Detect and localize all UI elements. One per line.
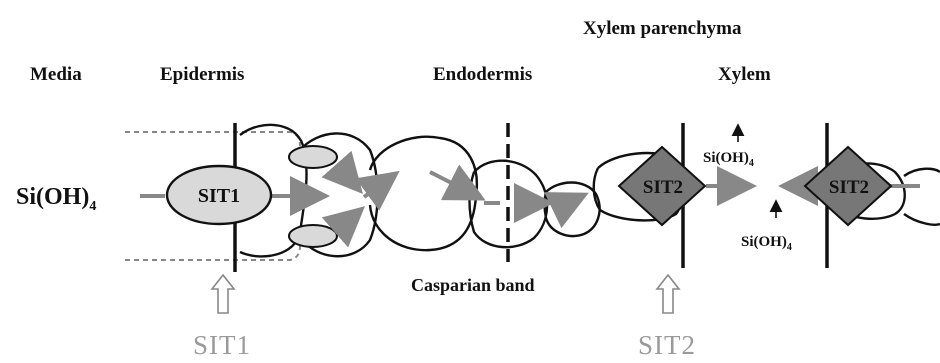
casparian-band-label: Casparian band: [411, 275, 535, 295]
sit1-bottom-label: SIT1: [193, 330, 251, 360]
header-xylem-parenchyma: Xylem parenchyma: [583, 18, 742, 39]
sit2-transporter-left: SIT2: [619, 147, 705, 225]
header-media: Media: [30, 64, 82, 85]
header-epidermis: Epidermis: [160, 64, 244, 85]
silicic-acid-lower: Si(OH)4: [741, 204, 792, 253]
sit2-transporter-right-label: SIT2: [829, 177, 869, 198]
sit2-transporter-left-label: SIT2: [643, 177, 683, 198]
header-xylem: Xylem: [718, 64, 771, 85]
silicic-acid-label: Si(OH)4: [16, 184, 96, 214]
sit1-transporter: SIT1: [167, 166, 271, 224]
cortex-small-ellipse-top: [289, 146, 337, 168]
sit1-transporter-label: SIT1: [198, 185, 240, 207]
cortex-small-ellipse-bottom: [289, 225, 337, 247]
svg-text:Si(OH)4: Si(OH)4: [741, 234, 792, 253]
silicic-acid-upper: Si(OH)4: [703, 128, 754, 169]
cortex-cell-2: [370, 137, 477, 250]
sit1-open-arrow: [212, 275, 234, 313]
svg-text:Si(OH)4: Si(OH)4: [703, 150, 754, 169]
sit2-bottom-label: SIT2: [638, 330, 696, 360]
sit2-transporter-right: SIT2: [805, 147, 891, 225]
header-endodermis: Endodermis: [433, 64, 532, 85]
sit2-open-arrow: [657, 275, 679, 313]
